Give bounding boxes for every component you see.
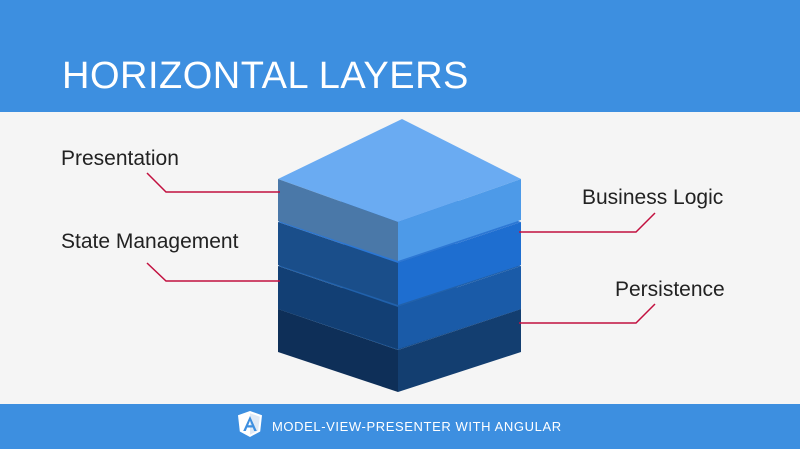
slide-title: HORIZONTAL LAYERS [62,55,469,97]
connector-persistence [519,303,656,324]
connector-state-management [146,262,280,282]
label-presentation: Presentation [61,147,179,170]
layer-stack-diagram [146,119,656,392]
connector-business-logic [519,212,656,233]
angular-logo-icon [238,411,262,437]
label-business-logic: Business Logic [582,186,724,209]
label-persistence: Persistence [615,278,725,301]
header-bar: HORIZONTAL LAYERS [0,0,800,112]
label-state-management: State Management [61,230,239,253]
layer-block-presentation [278,119,521,261]
diagram-area: Presentation State Management Business L… [0,112,800,404]
connector-presentation [146,172,280,193]
footer-caption: MODEL-VIEW-PRESENTER WITH ANGULAR [272,419,562,434]
footer-bar: MODEL-VIEW-PRESENTER WITH ANGULAR [0,404,800,449]
